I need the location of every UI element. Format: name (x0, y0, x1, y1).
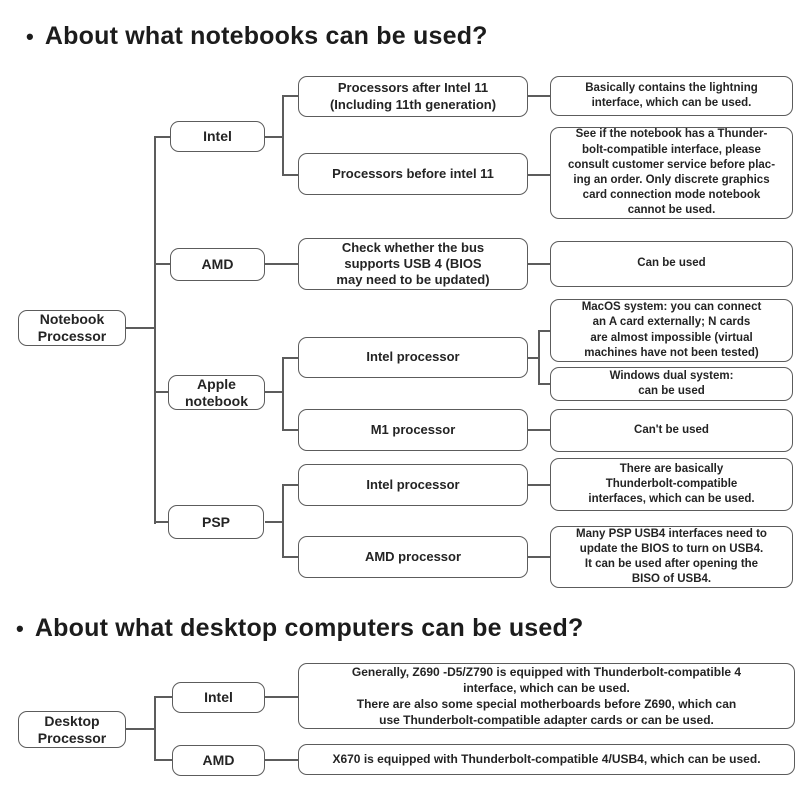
result-thunderbolt-check: See if the notebook has a Thunder- bolt-… (550, 127, 793, 219)
node-check-bus-usb4: Check whether the bus supports USB 4 (BI… (298, 238, 528, 290)
connector-line (528, 95, 550, 97)
connector-line (284, 174, 298, 176)
node-apple-notebook: Apple notebook (168, 375, 265, 410)
connector-line (265, 696, 298, 698)
bullet-icon: • (26, 23, 34, 49)
result-x670: X670 is equipped with Thunderbolt-compat… (298, 744, 795, 775)
node-psp-amd-processor: AMD processor (298, 536, 528, 578)
bullet-icon: • (16, 615, 24, 641)
connector-line (282, 95, 284, 176)
connector-line (284, 95, 298, 97)
node-psp-intel-processor: Intel processor (298, 464, 528, 506)
node-amd: AMD (170, 248, 265, 281)
node-apple-intel-processor: Intel processor (298, 337, 528, 378)
connector-line (528, 174, 550, 176)
connector-line (540, 383, 550, 385)
connector-line (156, 136, 170, 138)
node-m1-processor: M1 processor (298, 409, 528, 451)
connector-line (528, 556, 550, 558)
connector-line (540, 330, 550, 332)
connector-line (528, 357, 539, 359)
result-cant-be-used: Can't be used (550, 409, 793, 452)
desktop-section-title-text: About what desktop computers can be used… (34, 614, 584, 642)
connector-line (126, 327, 155, 329)
node-psp: PSP (168, 505, 264, 539)
connector-line (154, 696, 156, 761)
result-windows-dual-system: Windows dual system: can be used (550, 367, 793, 401)
result-macos-system: MacOS system: you can connect an A card … (550, 299, 793, 362)
connector-line (156, 263, 170, 265)
connector-line (265, 391, 283, 393)
connector-line (284, 484, 298, 486)
connector-line (156, 521, 168, 523)
connector-line (282, 357, 284, 431)
notebook-section-title: • About what notebooks can be used? (26, 22, 488, 51)
connector-line (528, 429, 550, 431)
connector-line (156, 696, 172, 698)
node-processors-before-intel-11: Processors before intel 11 (298, 153, 528, 195)
result-lightning-interface: Basically contains the lightning interfa… (550, 76, 793, 116)
connector-line (265, 136, 283, 138)
connector-line (284, 429, 298, 431)
connector-line (126, 728, 155, 730)
connector-line (282, 484, 284, 558)
result-can-be-used: Can be used (550, 241, 793, 287)
connector-line (265, 521, 283, 523)
node-desktop-intel: Intel (172, 682, 265, 713)
connector-line (265, 759, 298, 761)
connector-line (154, 136, 156, 524)
connector-line (538, 330, 540, 385)
desktop-section-title: • About what desktop computers can be us… (16, 614, 583, 643)
connector-line (156, 759, 172, 761)
node-processors-after-intel-11: Processors after Intel 11 (Including 11t… (298, 76, 528, 117)
connector-line (265, 263, 298, 265)
notebook-section-title-text: About what notebooks can be used? (44, 22, 488, 50)
result-thunderbolt-interfaces: There are basically Thunderbolt-compatib… (550, 458, 793, 511)
connector-line (284, 357, 298, 359)
node-notebook-processor: Notebook Processor (18, 310, 126, 346)
node-desktop-amd: AMD (172, 745, 265, 776)
connector-line (528, 484, 550, 486)
connector-line (284, 556, 298, 558)
node-intel: Intel (170, 121, 265, 152)
result-z690-z790: Generally, Z690 -D5/Z790 is equipped wit… (298, 663, 795, 729)
node-desktop-processor: Desktop Processor (18, 711, 126, 748)
connector-line (528, 263, 550, 265)
result-psp-usb4-bios: Many PSP USB4 interfaces need to update … (550, 526, 793, 588)
connector-line (156, 391, 168, 393)
